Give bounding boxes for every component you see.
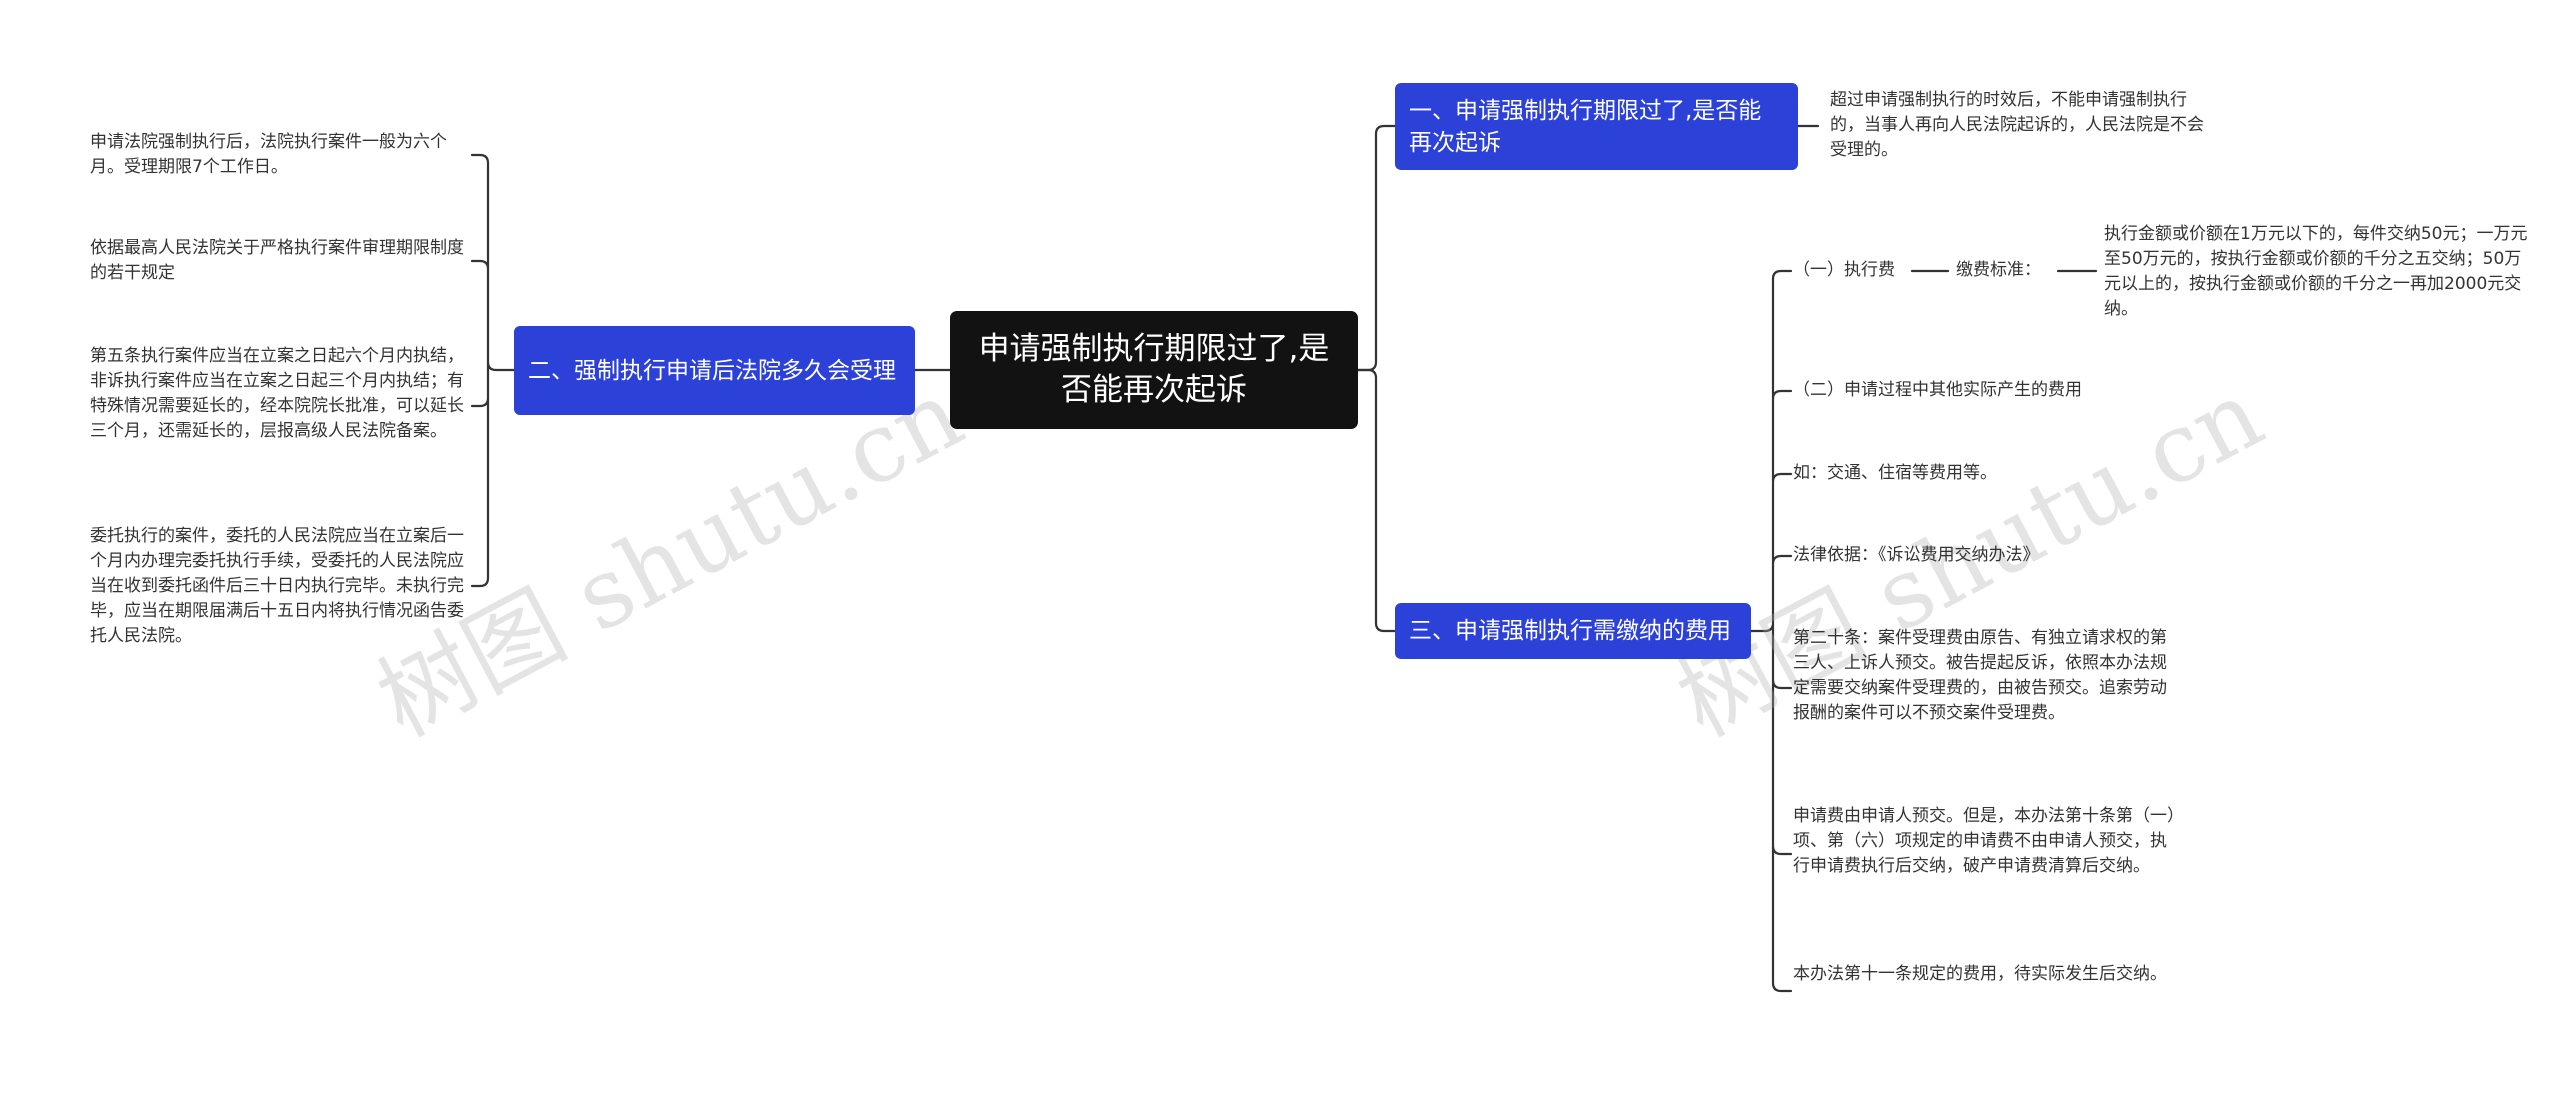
branch-3-leaf-4: 第二十条：案件受理费由原告、有独立请求权的第三人、上诉人预交。被告提起反诉，依照… [1793,628,2167,723]
branch-node-3[interactable]: 三、申请强制执行需缴纳的费用 [1395,603,1751,659]
branch-2-leaf-1: 申请法院强制执行后，法院执行案件一般为六个月。受理期限7个工作日。 [90,132,447,177]
exec-fee-label: （一）执行费 [1793,260,1895,280]
root-title: 申请强制执行期限过了,是否能再次起诉 [978,331,1330,408]
branch-1-title: 一、申请强制执行期限过了,是否能再次起诉 [1409,97,1762,156]
branch-2-leaf-2: 依据最高人民法院关于严格执行案件审理期限制度的若干规定 [90,238,464,283]
branch-2-leaf-3: 第五条执行案件应当在立案之日起六个月内执结，非诉执行案件应当在立案之日起三个月内… [90,346,464,441]
branch-3-leaf-6: 本办法第十一条规定的费用，待实际发生后交纳。 [1793,964,2167,984]
branch-3-leaf-2: 如：交通、住宿等费用等。 [1793,463,1997,483]
branch-2-leaf-4: 委托执行的案件，委托的人民法院应当在立案后一个月内办理完委托执行手续，受委托的人… [90,526,464,646]
edge-b2-bracket [470,153,516,588]
edge-root-b3 [1356,368,1397,633]
branch-3-leaf-5: 申请费由申请人预交。但是，本办法第十条第（一）项、第（六）项规定的申请费不由申请… [1793,806,2176,876]
branch-2-title: 二、强制执行申请后法院多久会受理 [528,357,896,384]
edge-b3-bracket [1749,269,1793,993]
branch-3-leaf-3: 法律依据：《诉讼费用交纳办法》 [1793,545,2040,565]
fee-standard-label: 缴费标准： [1956,260,2041,280]
edge-root-b1 [1356,124,1397,372]
branch-node-2[interactable]: 二、强制执行申请后法院多久会受理 [514,326,915,415]
branch-3-leaf-1: （二）申请过程中其他实际产生的费用 [1793,380,2082,400]
branch-1-leaf: 超过申请强制执行的时效后，不能申请强制执行的，当事人再向人民法院起诉的，人民法院… [1830,90,2204,160]
fee-detail-text: 执行金额或价额在1万元以下的，每件交纳50元；一万元至50万元的，按执行金额或价… [2104,224,2528,319]
root-node[interactable]: 申请强制执行期限过了,是否能再次起诉 [950,311,1358,429]
branch-node-1[interactable]: 一、申请强制执行期限过了,是否能再次起诉 [1395,83,1798,170]
branch-3-title: 三、申请强制执行需缴纳的费用 [1409,618,1731,644]
